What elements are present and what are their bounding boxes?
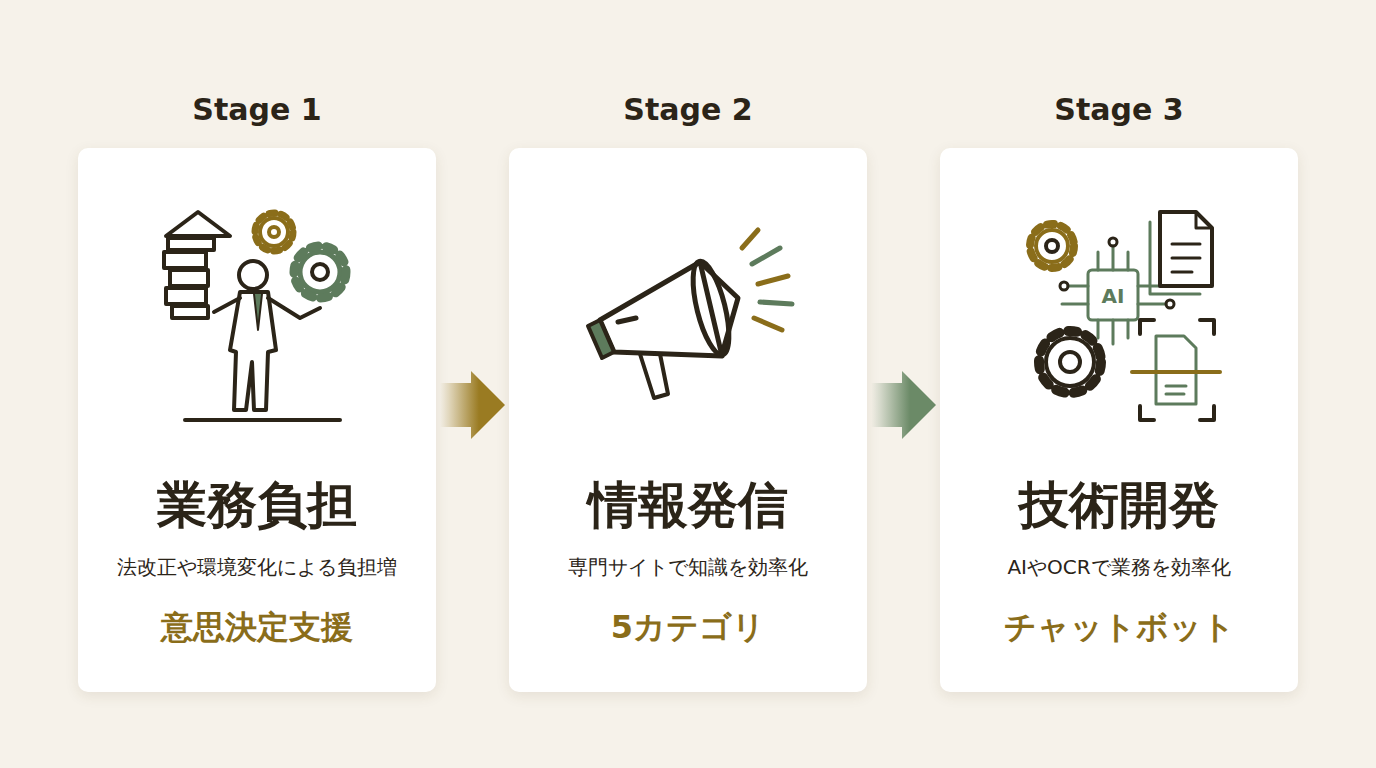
stage-title: 情報発信 — [509, 475, 867, 535]
stage-keyword: 意思決定支援 — [78, 607, 436, 647]
stage-description: 法改正や環境変化による負担増 — [78, 553, 436, 581]
flow-arrow — [871, 371, 936, 439]
stage-keyword: チャットボット — [940, 607, 1298, 647]
flow-arrow — [440, 371, 505, 439]
chip-label: AI — [1102, 284, 1125, 308]
stage-description: AIやOCRで業務を効率化 — [940, 553, 1298, 581]
stage-heading: Stage 3 — [940, 90, 1298, 130]
ai-tech-icon — [1030, 212, 1220, 420]
worker-icon — [164, 212, 346, 420]
stage-title: 業務負担 — [78, 475, 436, 535]
stage-card: Stage 2 情報発信専門サイトで知識を効率化 5カテゴリ — [509, 88, 867, 692]
megaphone-icon — [588, 230, 792, 398]
stage-heading: Stage 1 — [78, 90, 436, 130]
stage-keyword: 5カテゴリ — [509, 607, 867, 647]
stage-title: 技術開発 — [940, 475, 1298, 535]
stage-heading: Stage 2 — [509, 90, 867, 130]
stage-card: Stage 1 業務負担法改正や環境変化による負担増意思決定支援 — [78, 88, 436, 692]
stage-description: 専門サイトで知識を効率化 — [509, 553, 867, 581]
stage-card: Stage 3 技術開発 AIやOCRで業務を効率化チャットボット — [940, 88, 1298, 692]
